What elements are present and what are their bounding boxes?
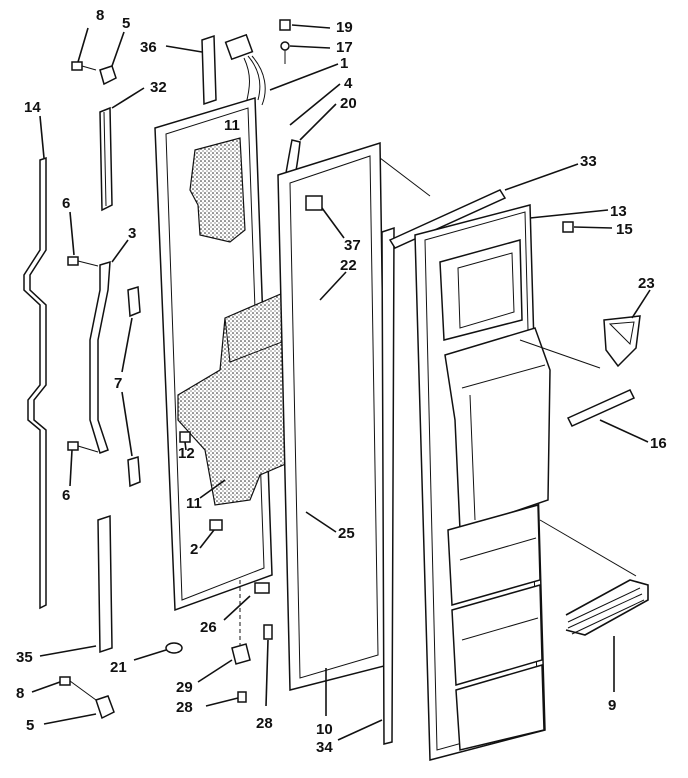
callout-labels: 8 5 36 19 17 1 4 20 32 14 11 33 13 15 6 … [16,7,667,756]
callout-5-bottom: 5 [26,717,34,734]
tube-36 [201,34,217,106]
bracket-12 [179,431,191,443]
ice-funnel-23 [603,315,641,368]
door-gasket-10 [277,141,389,691]
callout-8-bottom: 8 [16,685,24,702]
callout-8-top: 8 [96,7,104,24]
plug-17 [280,41,290,64]
callout-20: 20 [340,95,357,112]
bracket-26 [239,580,270,650]
callout-37: 37 [344,237,361,254]
callout-32: 32 [150,79,167,96]
callout-11-top: 11 [224,117,240,134]
bracket-7-upper [127,286,141,318]
callout-34: 34 [316,739,333,756]
callout-26: 26 [200,619,217,636]
callout-23: 23 [638,275,655,292]
screw-8-bottom [59,676,97,701]
callout-28-left: 28 [176,699,193,716]
insulation-11 [189,137,246,243]
screw-15 [562,221,574,233]
callout-14: 14 [24,99,41,116]
callout-17: 17 [336,39,353,56]
trim-strip-14 [23,156,47,610]
callout-21: 21 [110,659,127,676]
screw-19 [279,19,291,31]
callout-4: 4 [344,75,353,92]
callout-16: 16 [650,435,667,452]
callout-28-right: 28 [256,715,273,732]
callout-35: 35 [16,649,33,666]
callout-10: 10 [316,721,333,738]
callout-3: 3 [128,225,136,242]
wire-harness-1 [224,33,266,106]
bracket-29 [231,643,251,665]
callout-6-lower: 6 [62,487,70,504]
callout-7: 7 [114,375,122,392]
callout-15: 15 [616,221,633,238]
callout-2: 2 [190,541,198,558]
callout-25: 25 [338,525,355,542]
callout-29: 29 [176,679,193,696]
screw-28-left [237,691,247,703]
rail-16 [566,389,636,427]
clip-5-top [99,65,117,86]
leader-lines [31,24,651,741]
screw-8-top [71,61,97,71]
spring-assembly-9 [565,579,649,636]
screw-28-right [263,624,273,640]
screw-6-upper [67,256,99,267]
bracket-7-lower [127,456,141,488]
callout-9: 9 [608,697,616,714]
callout-19: 19 [336,19,353,36]
callout-6-upper: 6 [62,195,70,212]
gasket-strip-34 [381,226,395,745]
door-liner-13 [414,204,551,761]
screw-6-lower [67,441,99,453]
callout-13: 13 [610,203,627,220]
hinge-bar-35 [97,514,113,654]
callout-11-bottom: 11 [186,495,202,512]
callout-33: 33 [580,153,597,170]
hinge-bar-32 [99,106,113,212]
callout-1: 1 [340,55,348,72]
bracket-2 [209,519,223,531]
clip-5-bottom [95,695,115,720]
callout-5-top: 5 [122,15,130,32]
callout-22: 22 [340,257,357,274]
callout-12: 12 [178,445,195,462]
callout-36: 36 [140,39,157,56]
bumper-21 [165,642,183,654]
hinge-arm-3 [89,260,111,454]
